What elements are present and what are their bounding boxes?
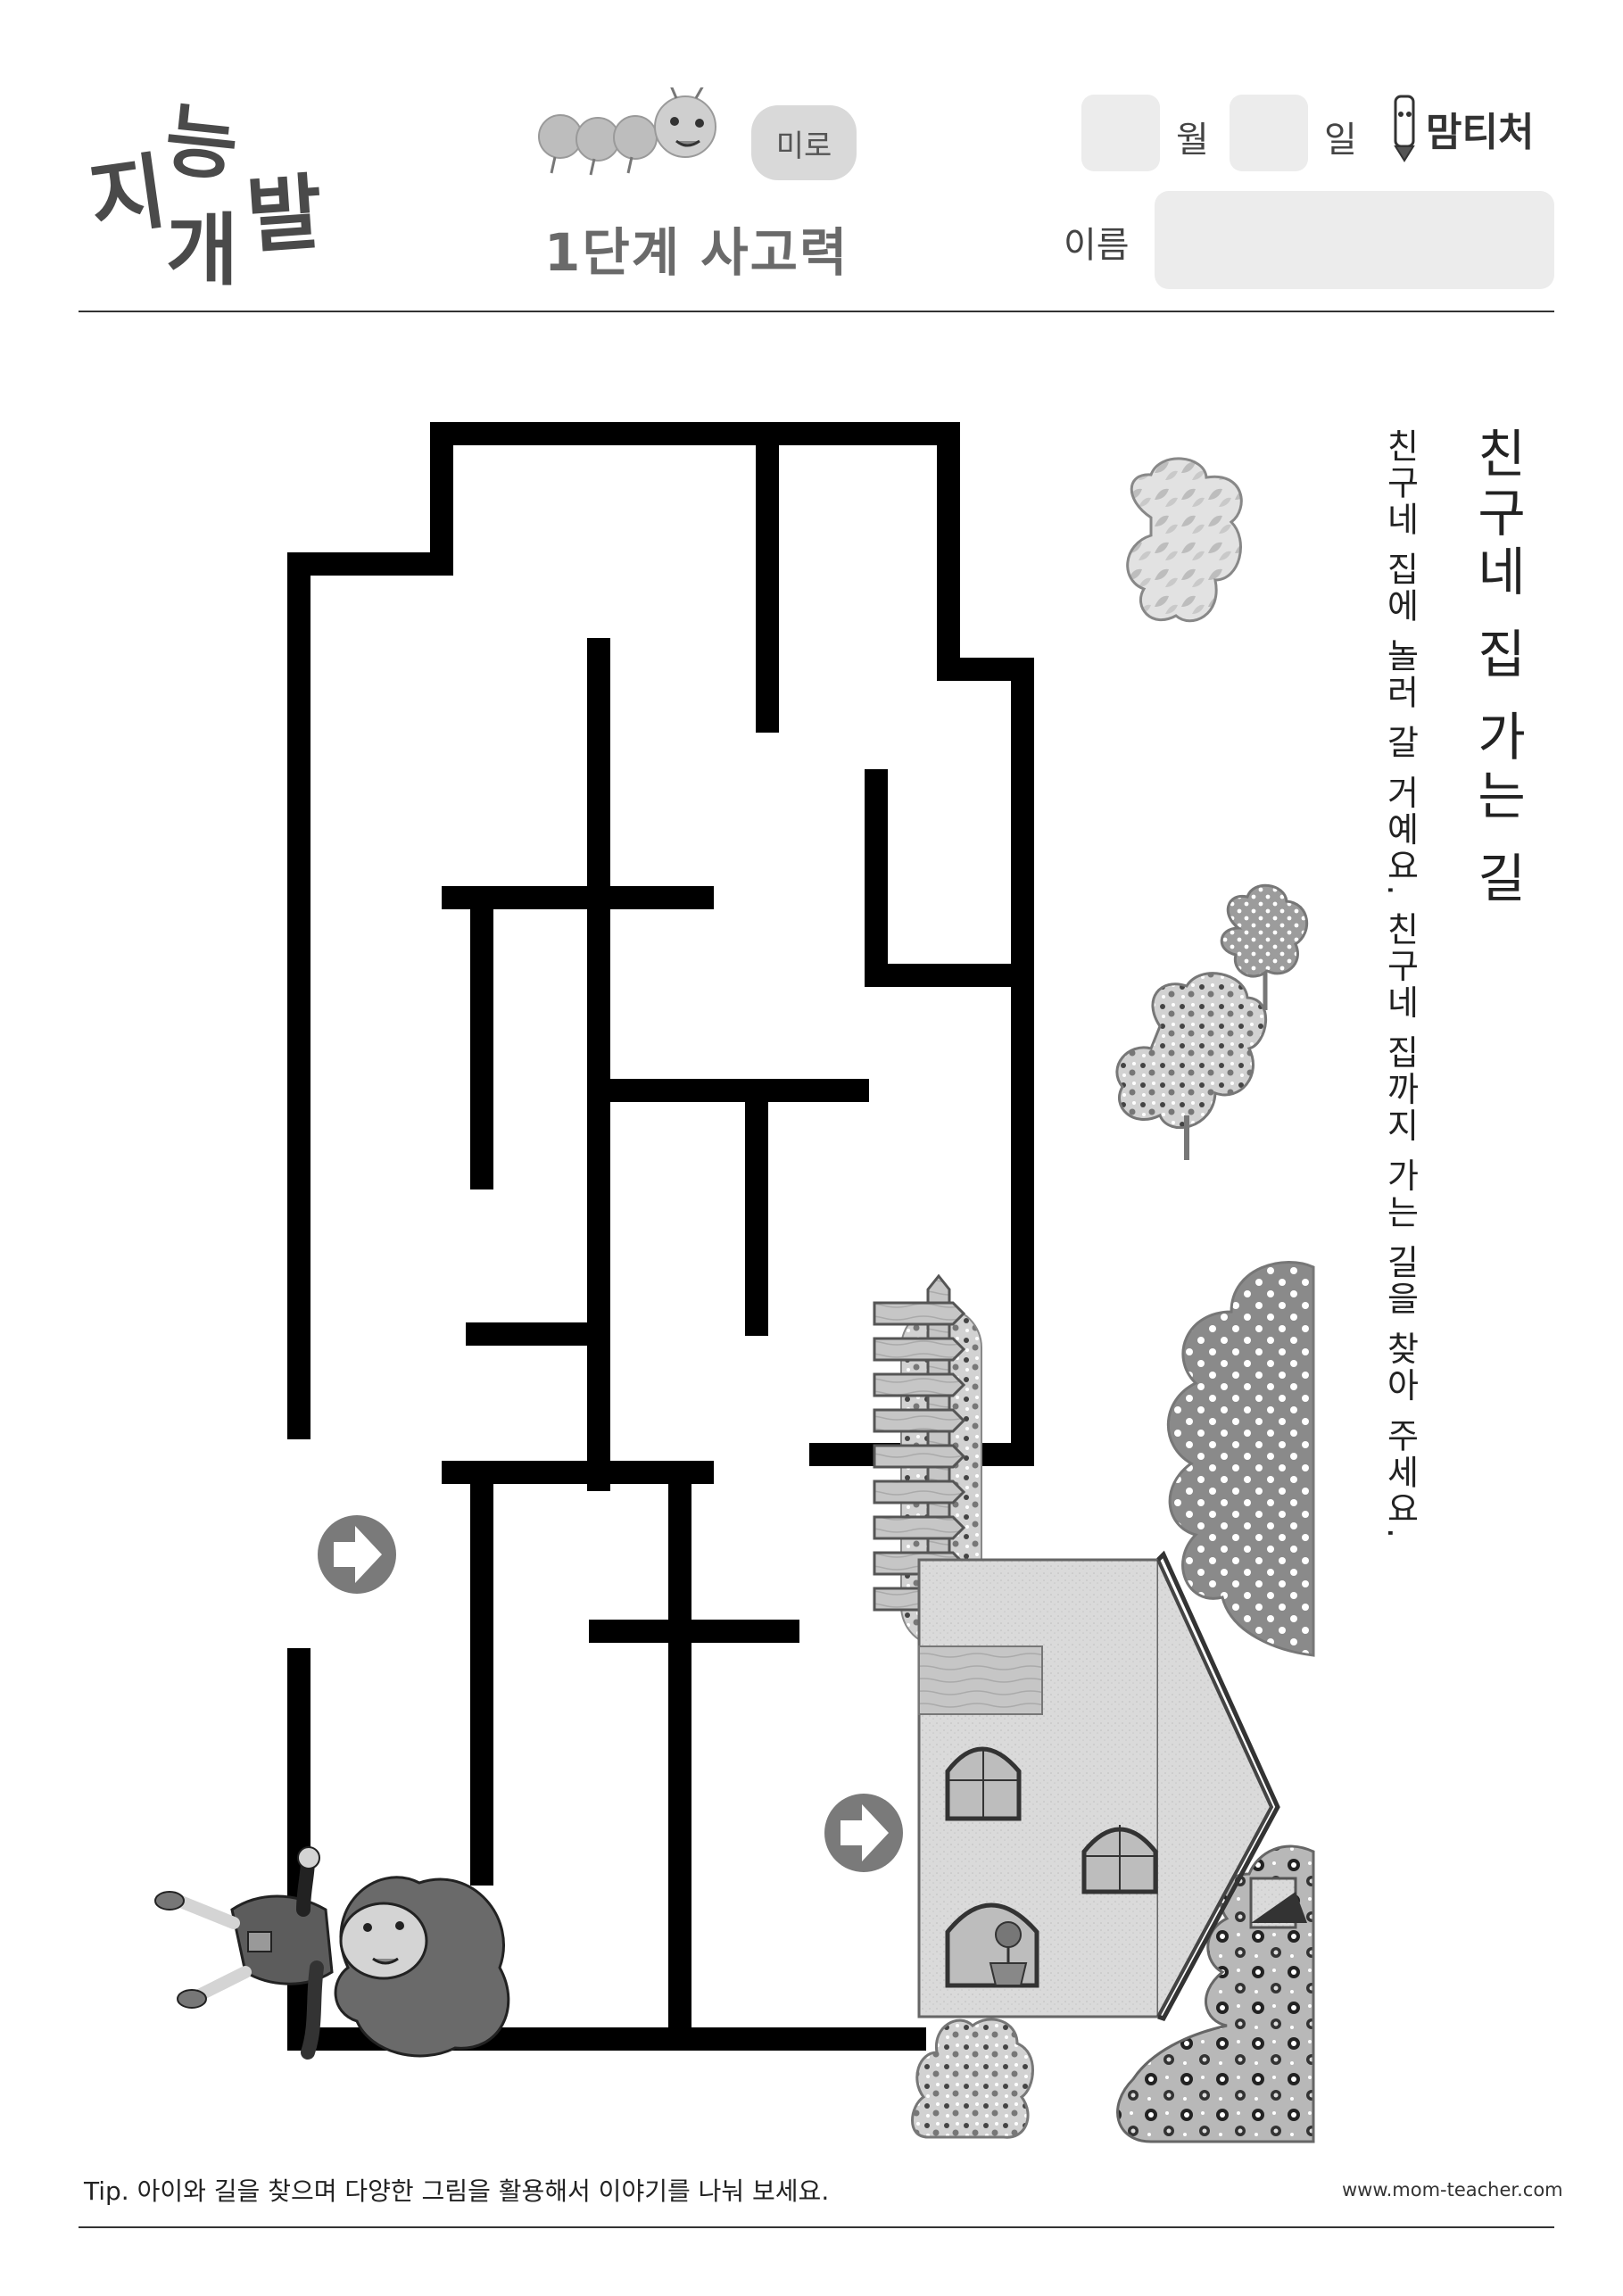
worksheet-title: 친구네 집 가는 길 (1467, 427, 1528, 910)
tree-icon (1115, 972, 1268, 1160)
name-input[interactable] (1155, 191, 1554, 289)
arrow-right-icon (824, 1794, 903, 1872)
app-logo: 지 능 개 발 (80, 80, 339, 296)
logo-char: 개 (166, 204, 238, 296)
house-illustration (911, 1550, 1307, 2139)
name-label: 이름 (1064, 225, 1130, 266)
month-label: 월 (1176, 120, 1209, 161)
day-input[interactable] (1230, 95, 1308, 171)
worksheet-instruction: 친구네 집에 놀러 갈 거예요. 친구네 집까지 가는 길을 찾아 주세요. (1380, 428, 1420, 1541)
footer-divider (79, 2226, 1554, 2228)
level-title: 1단계 사고력 (544, 222, 849, 283)
day-label: 일 (1324, 120, 1357, 161)
website-link[interactable]: www.mom-teacher.com (1342, 2179, 1563, 2201)
brand-logo: 맘티처 (1426, 110, 1535, 155)
pencil-mascot-icon (1394, 95, 1415, 162)
maze-walls (287, 422, 1034, 2051)
arrow-right-icon (318, 1515, 396, 1594)
tree-icon (1126, 457, 1243, 623)
tip-text: Tip. 아이와 길을 찾으며 다양한 그림을 활용해서 이야기를 나눠 보세요… (84, 2176, 830, 2206)
caterpillar-icon (538, 87, 716, 176)
girl-illustration (154, 1846, 510, 2060)
tree-icon (1166, 1260, 1315, 1657)
header-divider (79, 311, 1554, 312)
month-input[interactable] (1081, 95, 1160, 171)
maze-tag: 미로 (751, 105, 857, 180)
tree-icon (1220, 883, 1309, 1010)
